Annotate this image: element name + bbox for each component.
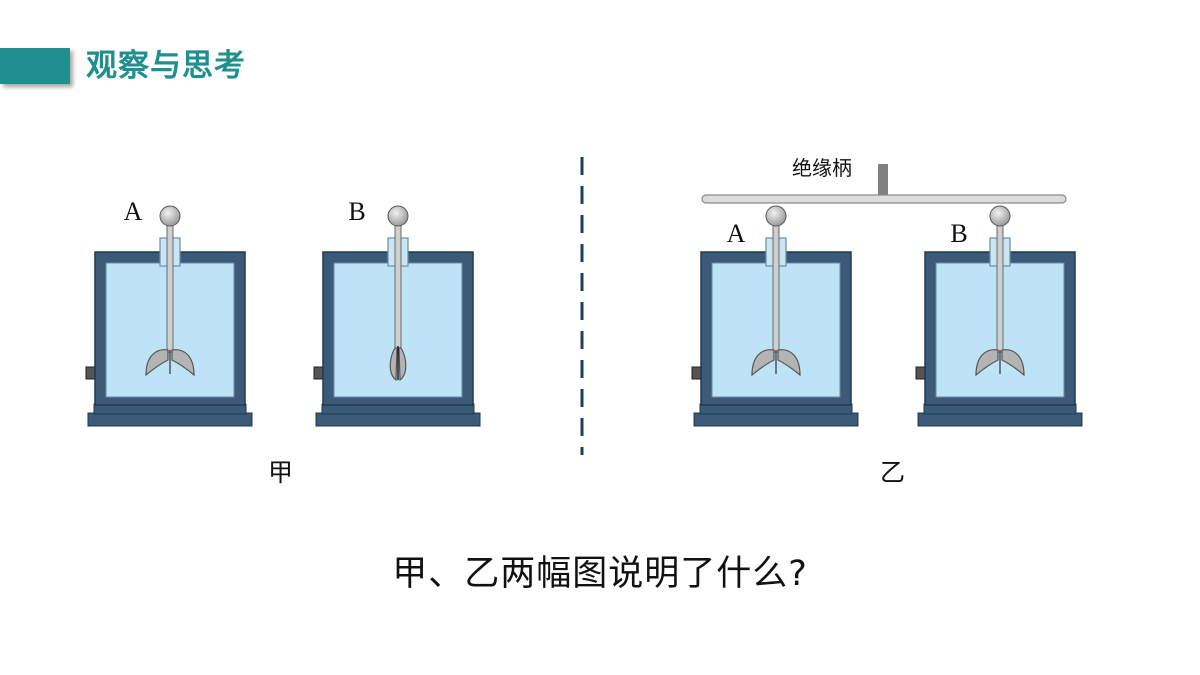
base-plate xyxy=(693,412,859,427)
base-plate xyxy=(87,412,253,427)
side-knob xyxy=(691,366,702,380)
electroscope-label: A xyxy=(124,197,143,226)
base-plate xyxy=(917,412,1083,427)
metal-ball xyxy=(159,205,181,227)
side-knob xyxy=(85,366,96,380)
insulating-handle: 绝缘柄 xyxy=(701,156,1067,204)
side-knob xyxy=(915,366,926,380)
metal-rod xyxy=(996,223,1004,353)
metal-rod xyxy=(772,223,780,353)
metal-rod xyxy=(701,194,1067,204)
metal-ball xyxy=(387,205,409,227)
electroscope-label: A xyxy=(727,219,746,248)
foil-leaf-right xyxy=(171,349,195,377)
caption-right: 乙 xyxy=(880,458,906,487)
question-text: 甲、乙两幅图说明了什么? xyxy=(392,554,808,594)
metal-rod xyxy=(394,223,402,353)
page-title: 观察与思考 xyxy=(86,48,246,84)
header-accent-bar xyxy=(0,48,70,84)
foil-leaf-left xyxy=(975,349,999,377)
caption-left: 甲 xyxy=(268,458,294,487)
electroscope-jia-a: A xyxy=(85,197,253,427)
foil-leaf-left xyxy=(751,349,775,377)
side-knob xyxy=(313,366,324,380)
foil-leaf-right xyxy=(398,347,407,382)
metal-ball xyxy=(989,205,1011,227)
base-plate xyxy=(315,412,481,427)
metal-rod xyxy=(166,223,174,353)
electroscope-yi-a: A xyxy=(691,205,859,427)
electroscope-yi-b: B xyxy=(915,205,1083,427)
electroscope-label: B xyxy=(348,197,365,226)
foil-leaf-right xyxy=(777,349,801,377)
handle-label: 绝缘柄 xyxy=(792,156,852,180)
foil-leaf-left xyxy=(145,349,169,377)
foil-leaf-right xyxy=(1001,349,1025,377)
handle-grip xyxy=(878,164,888,196)
electroscope-jia-b: B xyxy=(313,197,481,427)
electroscope-label: B xyxy=(950,219,967,248)
foil-leaf-left xyxy=(389,347,398,382)
metal-ball xyxy=(765,205,787,227)
